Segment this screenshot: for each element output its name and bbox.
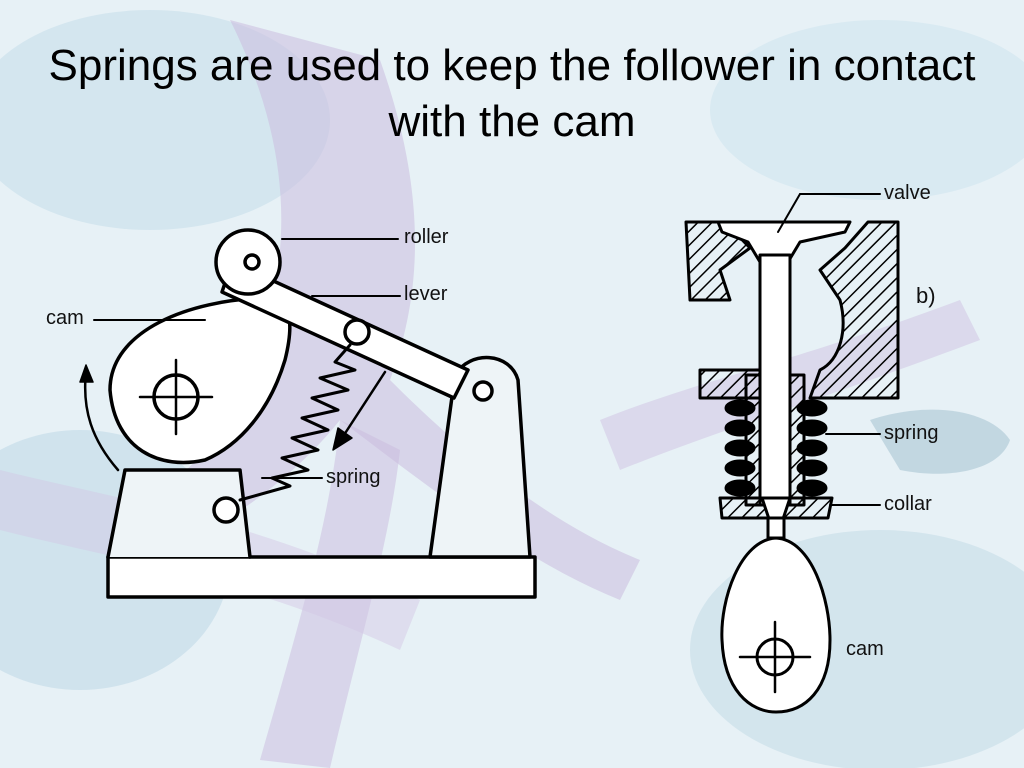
label-roller: roller — [404, 226, 449, 248]
label-cam-a: cam — [46, 307, 84, 329]
diagram-b-tag: b) — [916, 283, 936, 308]
label-lever: lever — [404, 283, 448, 305]
label-cam-b: cam — [846, 638, 884, 660]
label-spring-b: spring — [884, 422, 939, 444]
label-spring-a: spring — [326, 466, 381, 488]
label-collar: collar — [884, 493, 932, 515]
slide-title: Springs are used to keep the follower in… — [48, 41, 976, 146]
label-valve: valve — [884, 182, 931, 204]
